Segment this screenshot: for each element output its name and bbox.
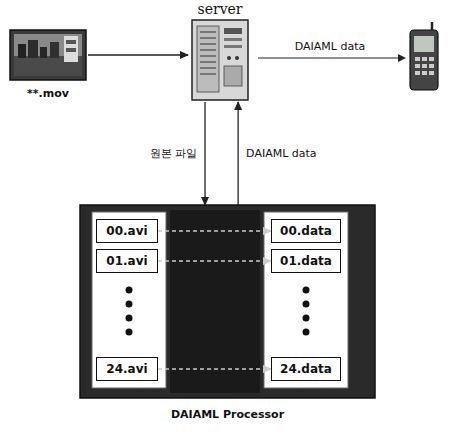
movie-thumbnail bbox=[10, 30, 86, 80]
flow-arrow bbox=[88, 54, 188, 55]
file-box: 01.avi bbox=[96, 249, 158, 273]
phone-arrow bbox=[258, 54, 406, 62]
file-name: 24.avi bbox=[106, 362, 147, 376]
edge-label: 원본 파일 bbox=[148, 146, 200, 161]
node-label: server bbox=[197, 0, 242, 18]
flow-arrow bbox=[237, 102, 238, 205]
server-icon bbox=[192, 20, 248, 100]
movie-file: **.mov bbox=[8, 28, 88, 100]
file-box: 00.data bbox=[271, 219, 341, 243]
file-box: 24.data bbox=[271, 357, 341, 381]
processor-frame bbox=[80, 205, 375, 398]
file-name: 01.avi bbox=[106, 254, 147, 268]
file-name: 01.data bbox=[280, 254, 332, 268]
arrow-label: DAIAML data bbox=[293, 40, 367, 53]
file-box: 00.avi bbox=[96, 219, 158, 243]
flow-arrow bbox=[158, 260, 271, 261]
phone-icon bbox=[410, 22, 438, 90]
node-label: DAIAML Processor bbox=[167, 403, 288, 427]
file-name: 24.data bbox=[280, 362, 332, 376]
flow-arrow bbox=[204, 102, 205, 205]
file-name: 00.data bbox=[280, 224, 332, 238]
node-label: **.mov bbox=[27, 87, 69, 100]
processor-box: DAIAML Processor 00.avi 00.data 01.avi 01.da… bbox=[80, 205, 375, 427]
file-name: 00.avi bbox=[106, 224, 147, 238]
flow-arrow bbox=[158, 368, 271, 369]
server-node: server bbox=[188, 0, 252, 102]
flow-arrow bbox=[158, 230, 271, 231]
file-box: 24.avi bbox=[96, 357, 158, 381]
edge-label: DAIAML data bbox=[244, 147, 318, 160]
file-box: 01.data bbox=[271, 249, 341, 273]
